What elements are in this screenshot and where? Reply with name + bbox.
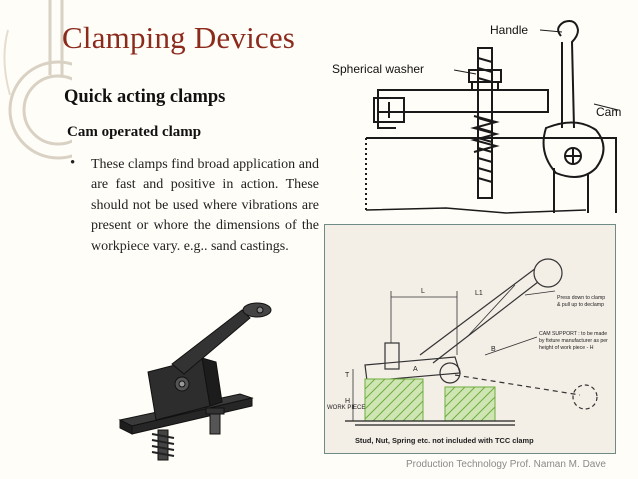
bullet-marker: •: [70, 155, 76, 171]
technical-drawing-panel: L L1 T H A B Press down to clamp & pull …: [324, 224, 616, 454]
cam-note-line2: by fixture manufacturer as per: [539, 338, 608, 344]
dim-L1-label: L1: [475, 290, 483, 297]
cam-clamp-schematic: Handle Spherical washer Cam: [330, 20, 621, 214]
drawing-caption: Stud, Nut, Spring etc. not included with…: [355, 436, 534, 445]
handle-label: Handle: [490, 23, 528, 37]
dim-H-label: H: [345, 398, 350, 405]
toggle-clamp-photo: [118, 302, 272, 461]
dim-B-label: B: [491, 346, 496, 353]
decorative-arcs: [3, 0, 72, 160]
dim-A-label: A: [413, 366, 418, 373]
section-heading: Cam operated clamp: [67, 124, 202, 140]
tcc-clamp-drawing: L L1 T H A B Press down to clamp & pull …: [327, 258, 608, 445]
washer-label: Spherical washer: [332, 62, 424, 76]
press-note-line1: Press down to clamp: [557, 295, 605, 301]
press-note-line2: & pull up to declamp: [557, 302, 604, 308]
cam-note-line1: CAM SUPPORT : to be made: [539, 331, 607, 337]
bullet-text: These clamps find broad application and …: [91, 157, 319, 254]
dim-L-label: L: [421, 288, 425, 295]
workpiece-label: WORK PIECE: [327, 405, 365, 411]
dim-T-label: T: [345, 372, 350, 379]
slide-subtitle: Quick acting clamps: [64, 87, 226, 107]
footer-credit: Production Technology Prof. Naman M. Dav…: [406, 459, 606, 470]
cam-note-line3: height of work piece - H: [539, 345, 594, 351]
slide-title: Clamping Devices: [62, 20, 296, 55]
cam-label: Cam: [596, 105, 621, 119]
